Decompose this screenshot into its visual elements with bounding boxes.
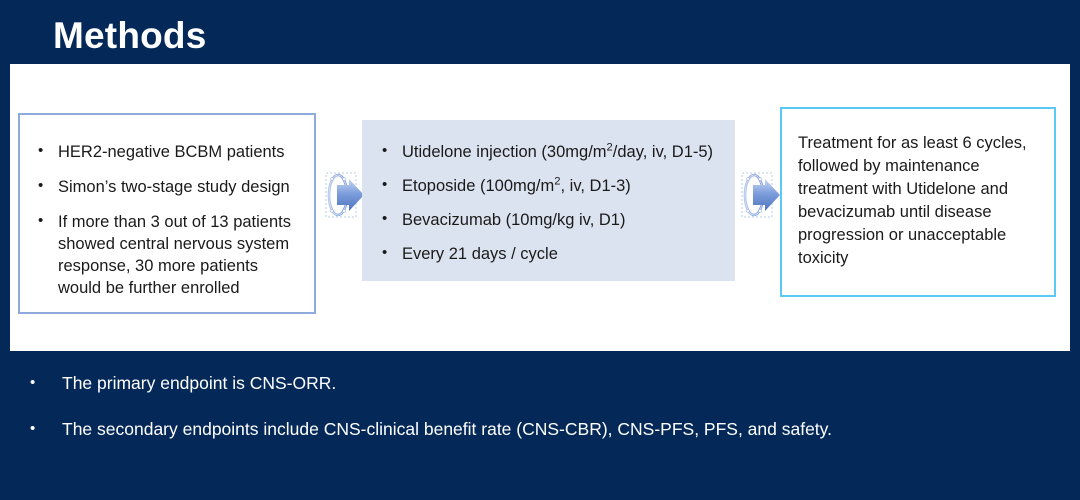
list-item: The secondary endpoints include CNS-clin… — [0, 418, 1080, 464]
regimen-list: Utidelone injection (30mg/m2/day, iv, D1… — [380, 140, 725, 265]
maintenance-text: Treatment for as least 6 cycles, followe… — [798, 134, 1027, 267]
eligibility-list: HER2-negative BCBM patients Simon’s two-… — [36, 140, 302, 299]
regimen-text: Utidelone injection (30mg/m — [402, 143, 607, 161]
list-item: Etoposide (100mg/m2, iv, D1-3) — [380, 174, 725, 197]
list-item: If more than 3 out of 13 patients showed… — [36, 210, 302, 299]
box-maintenance: Treatment for as least 6 cycles, followe… — [780, 107, 1056, 297]
list-item: HER2-negative BCBM patients — [36, 140, 302, 163]
box-regimen: Utidelone injection (30mg/m2/day, iv, D1… — [362, 120, 735, 281]
list-item: Simon’s two-stage study design — [36, 175, 302, 198]
regimen-text-post: , iv, D1-3) — [560, 177, 631, 195]
box-eligibility: HER2-negative BCBM patients Simon’s two-… — [18, 113, 316, 314]
superscript: 2 — [554, 175, 561, 188]
list-item: Every 21 days / cycle — [380, 242, 725, 265]
regimen-text: Every 21 days / cycle — [402, 245, 558, 263]
page-title: Methods — [53, 15, 207, 56]
endpoints-list: The primary endpoint is CNS-ORR. The sec… — [0, 372, 1080, 464]
list-item: The primary endpoint is CNS-ORR. — [0, 372, 1080, 418]
regimen-text: Bevacizumab (10mg/kg iv, D1) — [402, 211, 626, 229]
arrow-right-icon — [740, 167, 784, 223]
superscript: 2 — [606, 141, 613, 154]
list-item: Bevacizumab (10mg/kg iv, D1) — [380, 208, 725, 231]
regimen-text: Etoposide (100mg/m — [402, 177, 555, 195]
arrow-right-icon — [324, 167, 368, 223]
regimen-text-post: /day, iv, D1-5) — [612, 143, 714, 161]
list-item: Utidelone injection (30mg/m2/day, iv, D1… — [380, 140, 725, 163]
